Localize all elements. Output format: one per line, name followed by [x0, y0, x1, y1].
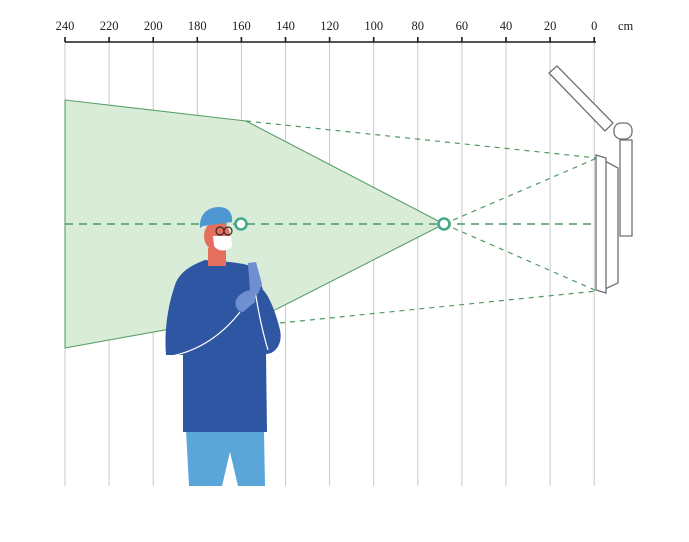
- ruler-tick-label: 120: [320, 19, 339, 33]
- lamp-arm: [548, 65, 614, 132]
- ruler-tick-label: 0: [591, 19, 597, 33]
- ruler-tick-label: 240: [56, 19, 75, 33]
- ruler-tick-label: 40: [500, 19, 513, 33]
- surgeon-glove-lower: [235, 290, 256, 312]
- upper-cone-line: [443, 157, 598, 225]
- surgeon-glasses: [215, 226, 233, 236]
- surgical-light-icon: [548, 65, 633, 294]
- upper-projection-line: [245, 120, 598, 159]
- distance-ruler: [64, 37, 596, 43]
- ruler-tick-label: 20: [544, 19, 557, 33]
- lower-projection-line: [279, 290, 598, 324]
- surgeon-pants: [186, 430, 265, 486]
- surgeon-cap: [199, 207, 233, 228]
- ruler-tick-label: 60: [456, 19, 469, 33]
- near-focus-marker: [437, 217, 451, 231]
- ruler-unit-label: cm: [618, 19, 634, 33]
- ruler-tick-label: 140: [276, 19, 295, 33]
- ruler-tick-label: 220: [100, 19, 119, 33]
- ruler-tick-label: 200: [144, 19, 163, 33]
- ruler-tick-label: 160: [232, 19, 251, 33]
- surgeon-glove-raised: [248, 262, 262, 294]
- ruler-tick-label: 80: [412, 19, 425, 33]
- surgeon-neck: [208, 248, 226, 266]
- lamp-joint: [613, 122, 633, 140]
- lamp-bracket: [619, 139, 633, 237]
- projection-lines: [245, 120, 598, 324]
- glasses-right-lens: [223, 226, 233, 236]
- surgeon-figure-icon: [165, 207, 281, 486]
- ruler-tick-label: 100: [364, 19, 383, 33]
- ruler-tick-label: 180: [188, 19, 207, 33]
- lower-cone-line: [443, 223, 598, 292]
- surgeon-arm: [171, 289, 269, 357]
- lamp-head-face: [595, 154, 607, 294]
- far-focus-marker: [234, 217, 248, 231]
- surgeon-mask: [213, 236, 232, 251]
